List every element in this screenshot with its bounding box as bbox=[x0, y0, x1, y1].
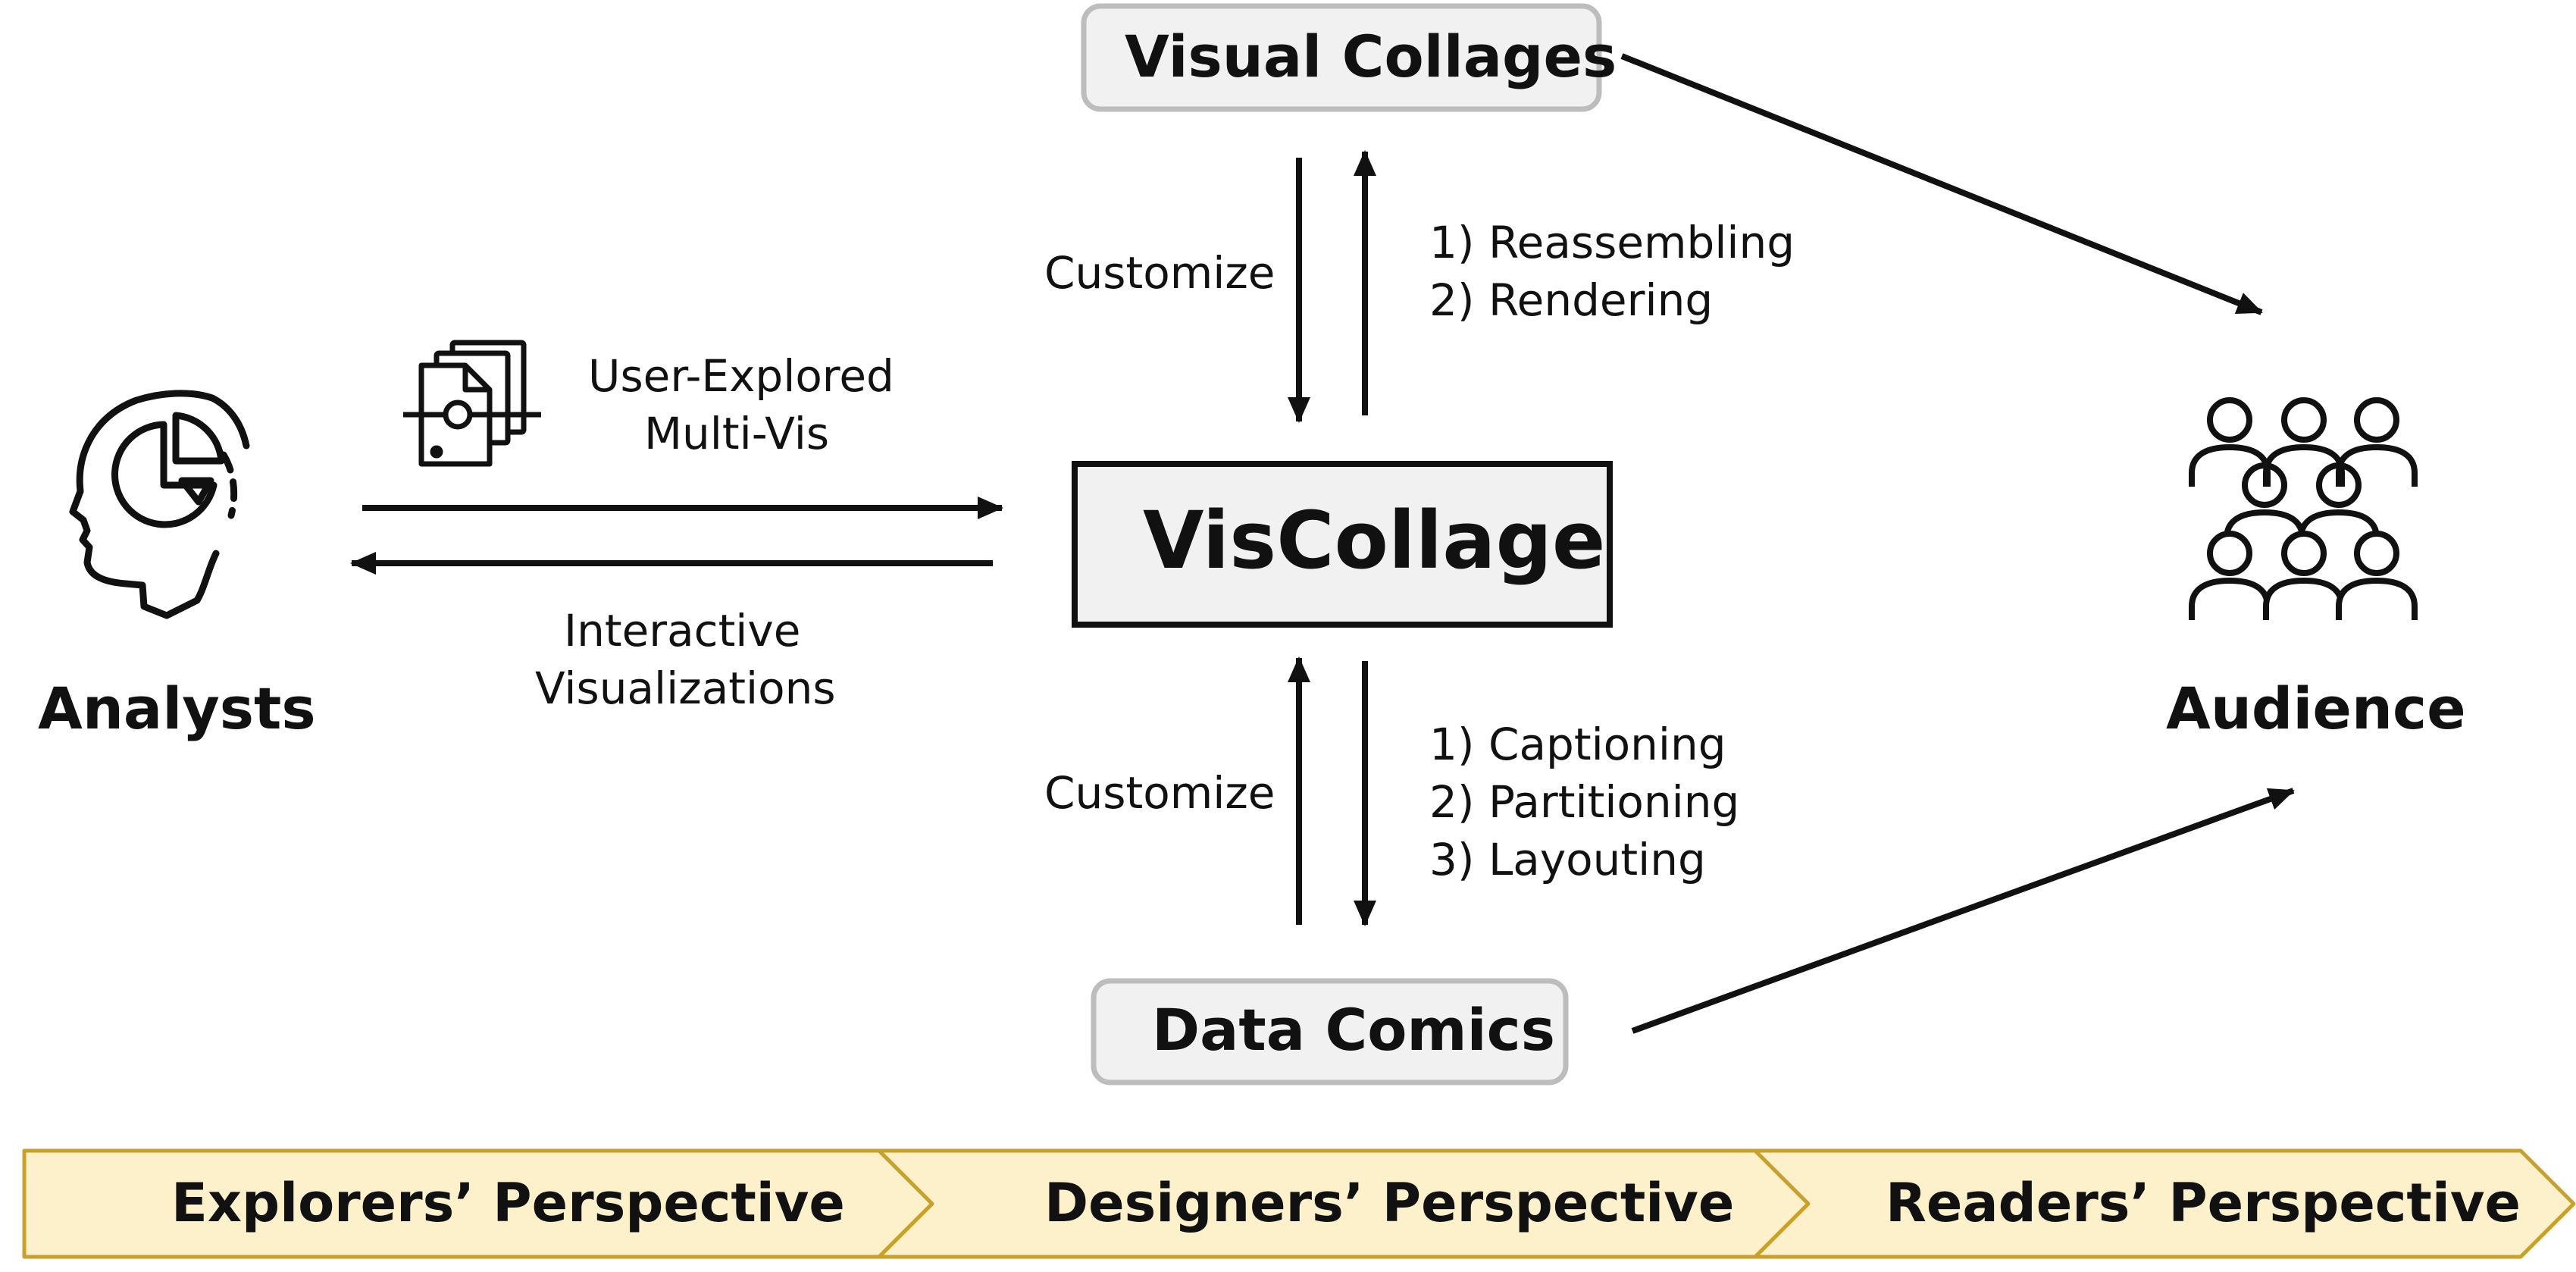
stacked-documents-icon bbox=[403, 340, 541, 467]
stage-explorers-label: Explorers’ Perspective bbox=[171, 1172, 845, 1234]
audience-label: Audience bbox=[2166, 675, 2466, 742]
bottom-step-3-label: 3) Layouting bbox=[1429, 834, 1706, 885]
data-comics-label: Data Comics bbox=[1152, 996, 1555, 1064]
bottom-step-2-label: 2) Partitioning bbox=[1429, 776, 1740, 828]
visual-collages-box bbox=[1081, 3, 1602, 112]
stage-readers bbox=[1753, 1148, 2576, 1259]
interactive-label-line-1: Interactive bbox=[564, 605, 801, 656]
bottom-step-1-label: 1) Captioning bbox=[1429, 719, 1726, 770]
analysts-label: Analysts bbox=[38, 675, 316, 742]
interactive-label-line-2: Visualizations bbox=[535, 663, 836, 714]
collages-to-audience-arrow bbox=[1620, 53, 2263, 315]
top-step-1-label: 1) Reassembling bbox=[1429, 217, 1795, 268]
bottom-customize-label: Customize bbox=[1044, 767, 1275, 819]
head-with-pie-chart-icon bbox=[69, 390, 250, 619]
group-of-people-icon bbox=[2189, 397, 2418, 620]
stage-designers-label: Designers’ Perspective bbox=[1044, 1172, 1735, 1234]
user-explored-label-line-1: User-Explored bbox=[588, 350, 894, 402]
perspective-bar bbox=[22, 1148, 2576, 1259]
top-customize-label: Customize bbox=[1044, 247, 1275, 299]
visual-collages-label: Visual Collages bbox=[1125, 23, 1617, 90]
top-step-2-label: 2) Rendering bbox=[1429, 274, 1714, 326]
viscollage-label: VisCollage bbox=[1143, 494, 1606, 587]
comics-to-audience-arrow bbox=[1631, 788, 2295, 1034]
stage-readers-label: Readers’ Perspective bbox=[1886, 1172, 2521, 1234]
viscollage-box bbox=[1072, 461, 1613, 628]
user-explored-label-line-2: Multi-Vis bbox=[644, 408, 830, 459]
data-comics-box bbox=[1091, 978, 1569, 1086]
